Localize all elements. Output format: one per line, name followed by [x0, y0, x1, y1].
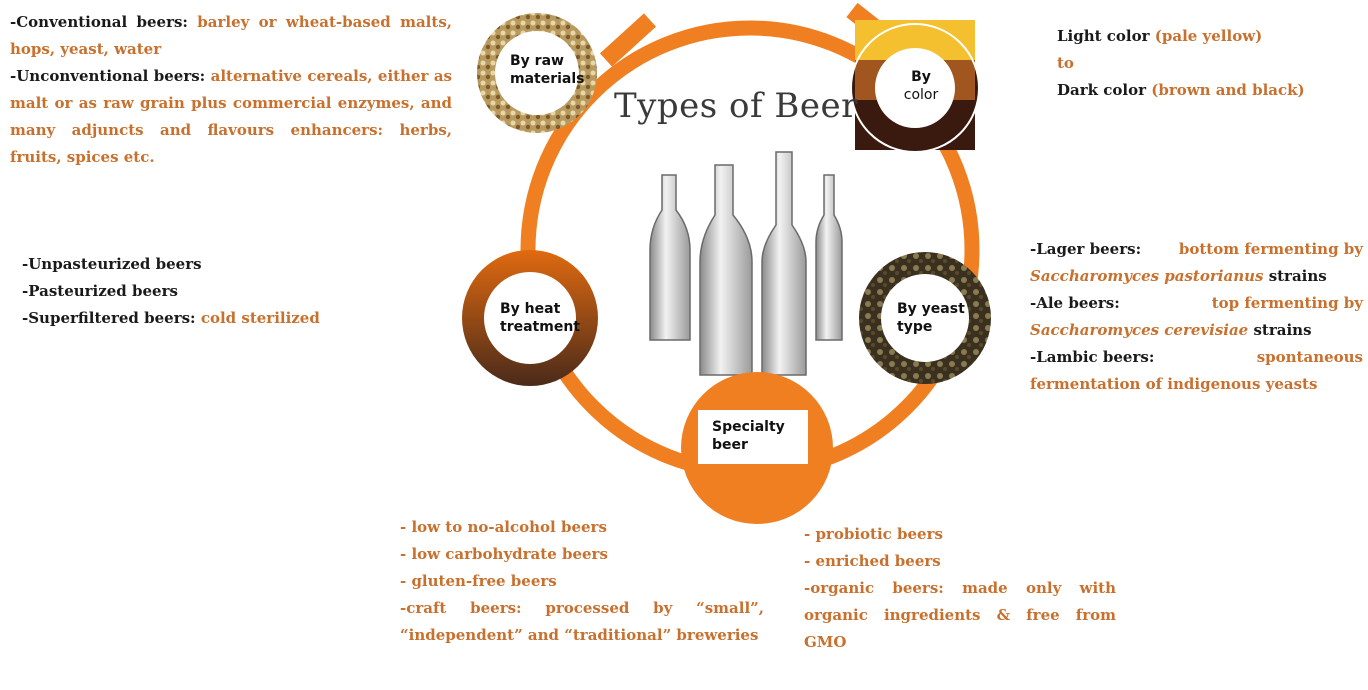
raw-materials-text: -Conventional beers: barley or wheat-bas…	[10, 13, 452, 166]
specialty-right-text: - probiotic beers - enriched beers -orga…	[804, 525, 1116, 651]
connector-raw	[599, 13, 657, 67]
heat-treatment-text: -Unpasteurized beers -Pasteurized beers …	[22, 255, 320, 327]
yeast-type-text: -Lager beers:bottom fermenting by Saccha…	[1030, 240, 1363, 393]
specialty-left-text: - low to no-alcohol beers - low carbohyd…	[400, 518, 764, 644]
bottles-illustration	[649, 151, 843, 376]
page-title: Types of Beer	[614, 86, 858, 126]
color-text: Light color (pale yellow) to Dark color …	[1057, 27, 1305, 99]
